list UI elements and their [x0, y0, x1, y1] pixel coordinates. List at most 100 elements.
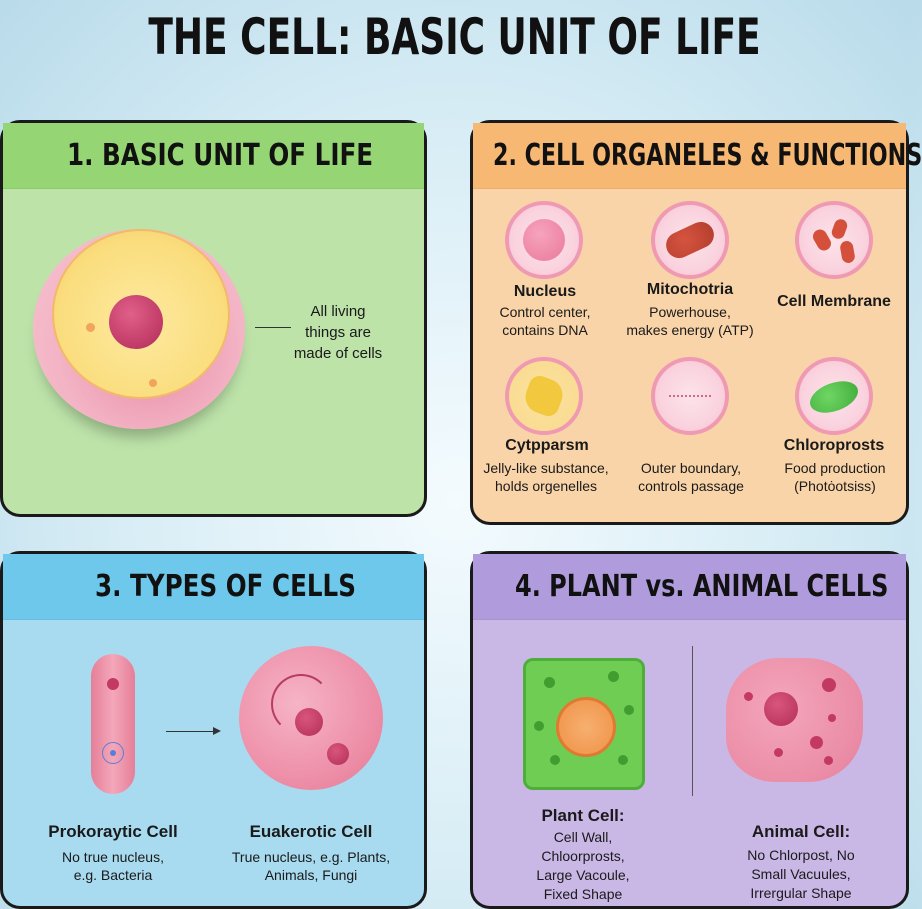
panel-basic-unit: 1. BASIC UNIT OF LIFE All living things … [0, 120, 427, 517]
membrane-shape [839, 240, 856, 264]
panel-header: 3. TYPES OF CELLS [3, 554, 424, 620]
boundary-icon [651, 357, 729, 435]
membrane-arc [271, 674, 331, 734]
organelle-dot [744, 692, 753, 701]
organelle-dot [774, 748, 783, 757]
desc-line: True nucleus, e.g. Plants, [231, 849, 391, 865]
plant-desc: Cell Wall, Chloorprosts, Large Vacoule, … [513, 828, 653, 904]
desc-line: Jelly-like substance, [483, 460, 609, 476]
organelle-label: Cell Membrane [777, 293, 891, 310]
organelle-dot [149, 379, 157, 387]
organelle-dot [810, 736, 823, 749]
panel-header: 2. CELL ORGANELES & FUNCTIONS [473, 123, 922, 189]
desc-line: No Chlorpost, No [747, 847, 855, 863]
page-title: THE CELL: BASIC UNIT OF LIFE [148, 8, 761, 66]
boundary-shape [669, 395, 711, 397]
organelle-desc: Food production (Photȯotsiss) [765, 459, 905, 495]
nucleus-shape [764, 692, 798, 726]
panel-title: 2. CELL ORGANELES & FUNCTIONS [493, 138, 922, 173]
panel-header: 4. PLANT vs. ANIMAL CELLS [473, 554, 906, 620]
eukaryotic-cell-illustration [239, 646, 383, 790]
organelle-label: Chloroprosts [783, 437, 885, 454]
chloroplast-dot [608, 671, 619, 682]
desc-line: e.g. Bacteria [73, 867, 153, 883]
organelle-dot [107, 678, 119, 690]
connector-line [255, 327, 291, 328]
panel-header: 1. BASIC UNIT OF LIFE [3, 123, 424, 189]
eukaryotic-desc: True nucleus, e.g. Plants, Animals, Fung… [213, 848, 409, 884]
organelle-desc: Jelly-like substance, holds orgenelles [473, 459, 619, 495]
desc-line: Powerhouse, [649, 304, 731, 320]
plant-label: Plant Cell: [541, 806, 625, 825]
caption-line: made of cells [293, 345, 383, 362]
caption: All living things are made of cells [283, 301, 393, 364]
animal-desc: No Chlorpost, No Small Vacuules, Irrergu… [717, 846, 885, 903]
organelle-dot [822, 678, 836, 692]
desc-line: makes energy (ATP) [626, 322, 754, 338]
chloroplast-icon [795, 357, 873, 435]
desc-line: Large Vacoule, [536, 867, 630, 883]
vacuole-shape [556, 697, 616, 757]
cytoplasm-shape [520, 372, 568, 420]
desc-line: Fixed Shape [543, 886, 623, 902]
chloroplast-dot [534, 721, 544, 731]
organelle-dot [86, 323, 95, 332]
organelle-label: Nucleus [513, 283, 577, 300]
desc-line: contains DNA [502, 322, 588, 338]
desc-line: controls passage [638, 478, 744, 494]
membrane-icon [795, 201, 873, 279]
eukaryotic-label: Euakerotic Cell [249, 822, 373, 841]
desc-line: Animals, Fungi [264, 867, 358, 883]
nucleus-icon [505, 201, 583, 279]
desc-line: Control center, [499, 304, 591, 320]
chloroplast-dot [550, 755, 560, 765]
prokaryotic-cell-illustration [91, 654, 135, 794]
mitochondria-shape [661, 217, 719, 263]
organelle-label: Cytpparsm [505, 437, 589, 454]
plant-cell-illustration [523, 658, 645, 790]
prokaryotic-desc: No true nucleus, e.g. Bacteria [33, 848, 193, 884]
divider-line [692, 646, 693, 796]
caption-line: All living [310, 303, 366, 320]
panel-title: 1. BASIC UNIT OF LIFE [67, 138, 374, 173]
nucleus-illustration [109, 295, 163, 349]
desc-line: (Photȯotsiss) [794, 478, 876, 494]
animal-cell-illustration [726, 658, 863, 782]
membrane-shape [829, 217, 850, 241]
arrow-line [166, 731, 218, 732]
organelle-desc: Powerhouse, makes energy (ATP) [615, 303, 765, 339]
nucleoid-dot [110, 750, 116, 756]
desc-line: Small Vacuules, [751, 866, 851, 882]
panel-title: 4. PLANT vs. ANIMAL CELLS [515, 569, 889, 604]
panel-title: 3. TYPES OF CELLS [95, 569, 356, 604]
chloroplast-shape [805, 375, 863, 419]
membrane-shape [810, 226, 834, 254]
prokaryotic-label: Prokoraytic Cell [48, 822, 178, 841]
organelle-dot [824, 756, 833, 765]
desc-line: Food production [784, 460, 886, 476]
chloroplast-dot [544, 677, 555, 688]
arrow-head-icon [213, 727, 221, 735]
panel-cell-types: 3. TYPES OF CELLS Prokoraytic Cell No tr… [0, 551, 427, 909]
desc-line: Cell Wall, [553, 829, 613, 845]
nucleoid-ring [102, 742, 124, 764]
cytoplasm-icon [505, 357, 583, 435]
caption-line: things are [305, 324, 371, 341]
nucleus-shape [523, 219, 565, 261]
mitochondria-icon [651, 201, 729, 279]
nucleus-shape [295, 708, 323, 736]
desc-line: No true nucleus, [62, 849, 164, 865]
panel-organelles: 2. CELL ORGANELES & FUNCTIONS Nucleus Co… [470, 120, 922, 525]
organelle-dot [327, 743, 349, 765]
organelle-desc: Control center, contains DNA [477, 303, 613, 339]
desc-line: Chloorprosts, [541, 848, 625, 864]
desc-line: Outer boundary, [640, 460, 742, 476]
organelle-desc: Outer boundary, controls passage [621, 459, 761, 495]
organelle-dot [828, 714, 836, 722]
panel-plant-vs-animal: 4. PLANT vs. ANIMAL CELLS Plant Cell: Ce… [470, 551, 909, 909]
chloroplast-dot [624, 705, 634, 715]
desc-line: Irrergular Shape [750, 885, 852, 901]
desc-line: holds orgenelles [495, 478, 597, 494]
animal-label: Animal Cell: [751, 822, 851, 841]
organelle-label: Mitochotria [646, 281, 734, 298]
